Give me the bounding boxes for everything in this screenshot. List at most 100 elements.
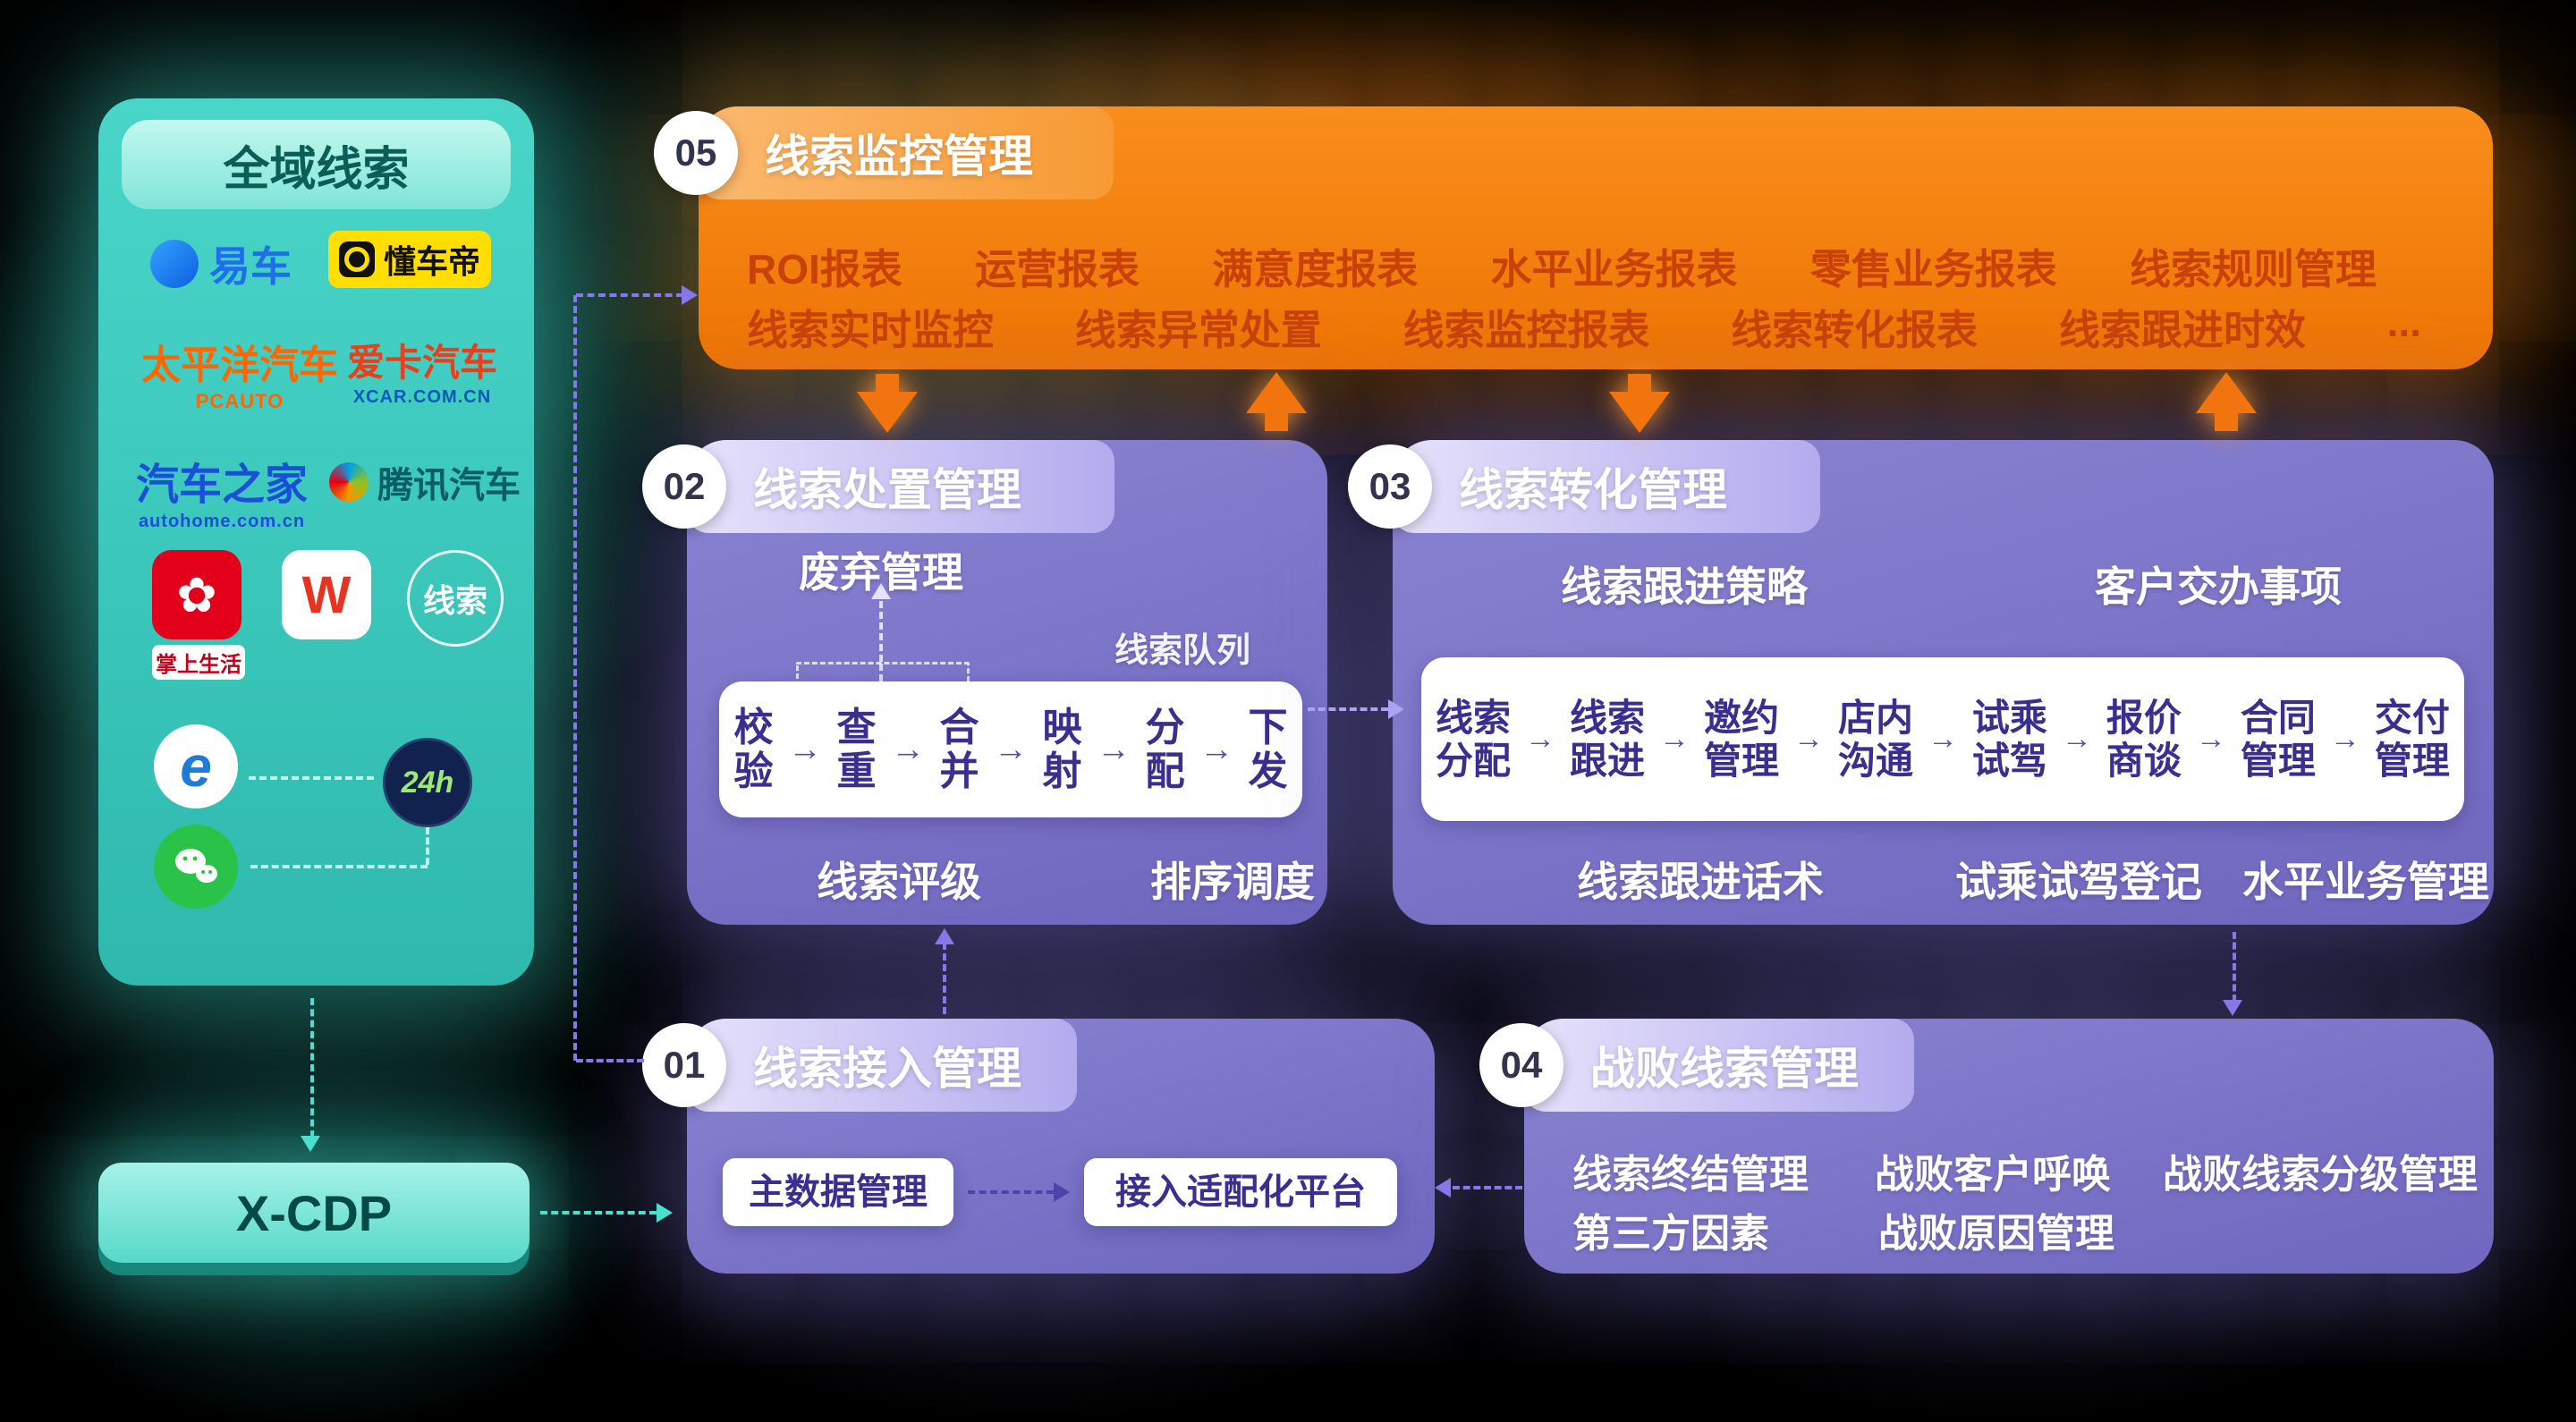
queue-label: 线索队列 xyxy=(1114,632,1250,670)
panel-03-title-band: 03 线索转化管理 xyxy=(1348,440,1820,533)
yiche-logo: 易车 xyxy=(150,234,292,293)
omni-leads-title: 全域线索 xyxy=(122,120,511,209)
panel-05-monitoring: 05 线索监控管理 ROI报表 运营报表 满意度报表 水平业务报表 零售业务报表… xyxy=(654,106,2493,369)
arrow-04-to-01-dash xyxy=(1453,1186,1522,1189)
discard-connector xyxy=(879,601,883,662)
panel-05-title: 线索监控管理 xyxy=(765,131,1033,182)
step-dispatch: 下 发 xyxy=(1248,705,1288,793)
panel-04-title: 战败线索管理 xyxy=(1590,1044,1859,1094)
report-item: 满意度报表 xyxy=(1212,246,1419,292)
flow-arrow-icon: → xyxy=(1792,722,1824,756)
lead-rating-label: 线索评级 xyxy=(817,859,981,905)
discard-bracket-mid xyxy=(879,664,883,681)
xcdp-node: X-CDP xyxy=(98,1163,530,1263)
panel-01-title-band: 01 线索接入管理 xyxy=(642,1019,1077,1112)
lost-reason-label: 战败原因管理 xyxy=(1878,1212,2114,1256)
report-item: 线索跟进时效 xyxy=(2058,307,2306,353)
panel-01-title: 线索接入管理 xyxy=(753,1044,1021,1094)
conversion-steps-box: 线索 分配 → 线索 跟进 → 邀约 管理 → 店内 沟通 → 试乘 试驾 → … xyxy=(1421,657,2464,821)
master-data-box: 主数据管理 xyxy=(723,1158,953,1226)
panel-04-lost-leads: 04 战败线索管理 线索终结管理 战败客户呼唤 战败线索分级管理 第三方因素 战… xyxy=(1479,1019,2494,1274)
yiche-icon xyxy=(150,240,199,288)
flow-arrow-icon: → xyxy=(1097,730,1131,768)
arrow-05-to-02 xyxy=(857,374,918,433)
flow-arrow-icon: → xyxy=(788,730,822,768)
lead-termination-label: 线索终结管理 xyxy=(1572,1153,1809,1197)
tencent-auto-icon xyxy=(329,462,369,502)
report-item: 线索实时监控 xyxy=(747,307,994,353)
horizontal-business-label: 水平业务管理 xyxy=(2242,859,2489,905)
zhangshang-logo: ✿ 掌上生活 xyxy=(152,550,245,680)
step-delivery: 交付 管理 xyxy=(2374,697,2450,782)
arrow-xcdp-to-01-dash xyxy=(540,1211,657,1215)
flow-arrow-icon: → xyxy=(1524,722,1555,756)
panel-02-disposition: 02 线索处置管理 废弃管理 线索队列 校 验 → 查 重 → 合 并 → 映 … xyxy=(642,440,1327,925)
step-assign: 分 配 xyxy=(1145,705,1185,793)
panel-05-row2: 线索实时监控 线索异常处置 线索监控报表 线索转化报表 线索跟进时效 ... xyxy=(747,298,2421,357)
arrow-05-to-03 xyxy=(1609,374,1670,433)
route-01-to-05-vertical xyxy=(573,295,577,1061)
arrow-02-to-05 xyxy=(1246,372,1307,431)
panel-04-number-badge: 04 xyxy=(1479,1023,1563,1107)
flow-arrow-icon: → xyxy=(2195,722,2226,756)
step-testdrive: 试乘 试驾 xyxy=(1971,697,2047,782)
omni-leads-panel: 全域线索 易车 懂车帝 太平洋汽车 PCAUTO 爱卡汽车 XCAR.COM.C… xyxy=(98,98,534,986)
route-01-to-05-head xyxy=(682,285,698,305)
arrow-03-to-04-dash xyxy=(2233,932,2236,1002)
connector-ie-24h xyxy=(249,776,374,780)
xcar-logo: 爱卡汽车 XCAR.COM.CN xyxy=(347,342,498,407)
flow-arrow-icon: → xyxy=(891,730,925,768)
flow-arrow-icon: → xyxy=(2061,722,2092,756)
dongchedi-car-icon xyxy=(338,241,375,277)
lost-lead-grading-label: 战败线索分级管理 xyxy=(2163,1153,2478,1197)
panel-02-title: 线索处置管理 xyxy=(753,465,1021,515)
report-item: 线索监控报表 xyxy=(1402,307,1650,353)
report-item: 水平业务报表 xyxy=(1490,246,1738,292)
arrow-04-to-01-head xyxy=(1435,1178,1451,1198)
w-app-logo: W xyxy=(282,550,371,639)
step-lead-assign: 线索 分配 xyxy=(1435,697,1511,782)
panel-01-access: 01 线索接入管理 主数据管理 接入适配化平台 xyxy=(642,1019,1435,1274)
report-item-more: ... xyxy=(2386,299,2421,345)
third-party-factor-label: 第三方因素 xyxy=(1572,1212,1769,1256)
arrow-02-to-03-head xyxy=(1388,699,1404,719)
sort-scheduling-label: 排序调度 xyxy=(1150,859,1315,905)
report-item: 线索异常处置 xyxy=(1074,307,1322,353)
report-item: 运营报表 xyxy=(975,246,1140,292)
route-01-to-05-bottom xyxy=(576,1059,644,1062)
report-item: 线索转化报表 xyxy=(1731,307,1979,353)
arrow-02-to-03-dash xyxy=(1308,707,1388,711)
flow-arrow-icon: → xyxy=(994,730,1028,768)
arrow-03-to-04-head xyxy=(2223,1000,2242,1016)
arrow-sources-to-xcdp-head xyxy=(301,1136,320,1152)
flow-arrow-icon: → xyxy=(1658,722,1690,756)
arrow-to-discard xyxy=(871,583,891,599)
adapter-platform-box: 接入适配化平台 xyxy=(1084,1158,1397,1226)
pcauto-logo: 太平洋汽车 PCAUTO xyxy=(141,343,338,412)
customer-tasks-label: 客户交办事项 xyxy=(2095,563,2342,610)
tencent-auto-logo: 腾讯汽车 xyxy=(329,456,521,508)
access-flow-dash xyxy=(968,1190,1054,1194)
report-item: 零售业务报表 xyxy=(1809,246,2057,292)
dongchedi-logo: 懂车帝 xyxy=(328,231,491,288)
arrow-sources-to-xcdp-dash xyxy=(310,998,314,1138)
step-dedupe: 查 重 xyxy=(836,705,877,793)
xiansuo-badge: 线索 xyxy=(407,550,504,647)
testdrive-register-label: 试乘试驾登记 xyxy=(1955,859,2202,905)
wechat-icon xyxy=(154,825,238,909)
ie-browser-icon: e xyxy=(154,724,238,808)
step-verify: 校 验 xyxy=(733,705,774,793)
connector-24h-wechat xyxy=(250,865,428,868)
autohome-logo: 汽车之家 autohome.com.cn xyxy=(136,461,309,531)
step-instore: 店内 沟通 xyxy=(1837,697,1913,782)
lost-customer-recall-label: 战败客户呼唤 xyxy=(1875,1153,2111,1197)
queue-steps-box: 校 验 → 查 重 → 合 并 → 映 射 → 分 配 → 下 发 xyxy=(719,681,1302,817)
flow-arrow-icon: → xyxy=(1927,722,1958,756)
panel-04-title-band: 04 战败线索管理 xyxy=(1479,1019,1914,1112)
connector-24h-down xyxy=(426,827,429,865)
xcdp-label: X-CDP xyxy=(235,1184,393,1241)
panel-05-title-band: 05 线索监控管理 xyxy=(654,106,1114,199)
arrow-03-to-05 xyxy=(2196,372,2257,431)
followup-script-label: 线索跟进话术 xyxy=(1577,859,1824,905)
panel-03-conversion: 03 线索转化管理 线索跟进策略 客户交办事项 线索 分配 → 线索 跟进 → … xyxy=(1348,440,2494,925)
